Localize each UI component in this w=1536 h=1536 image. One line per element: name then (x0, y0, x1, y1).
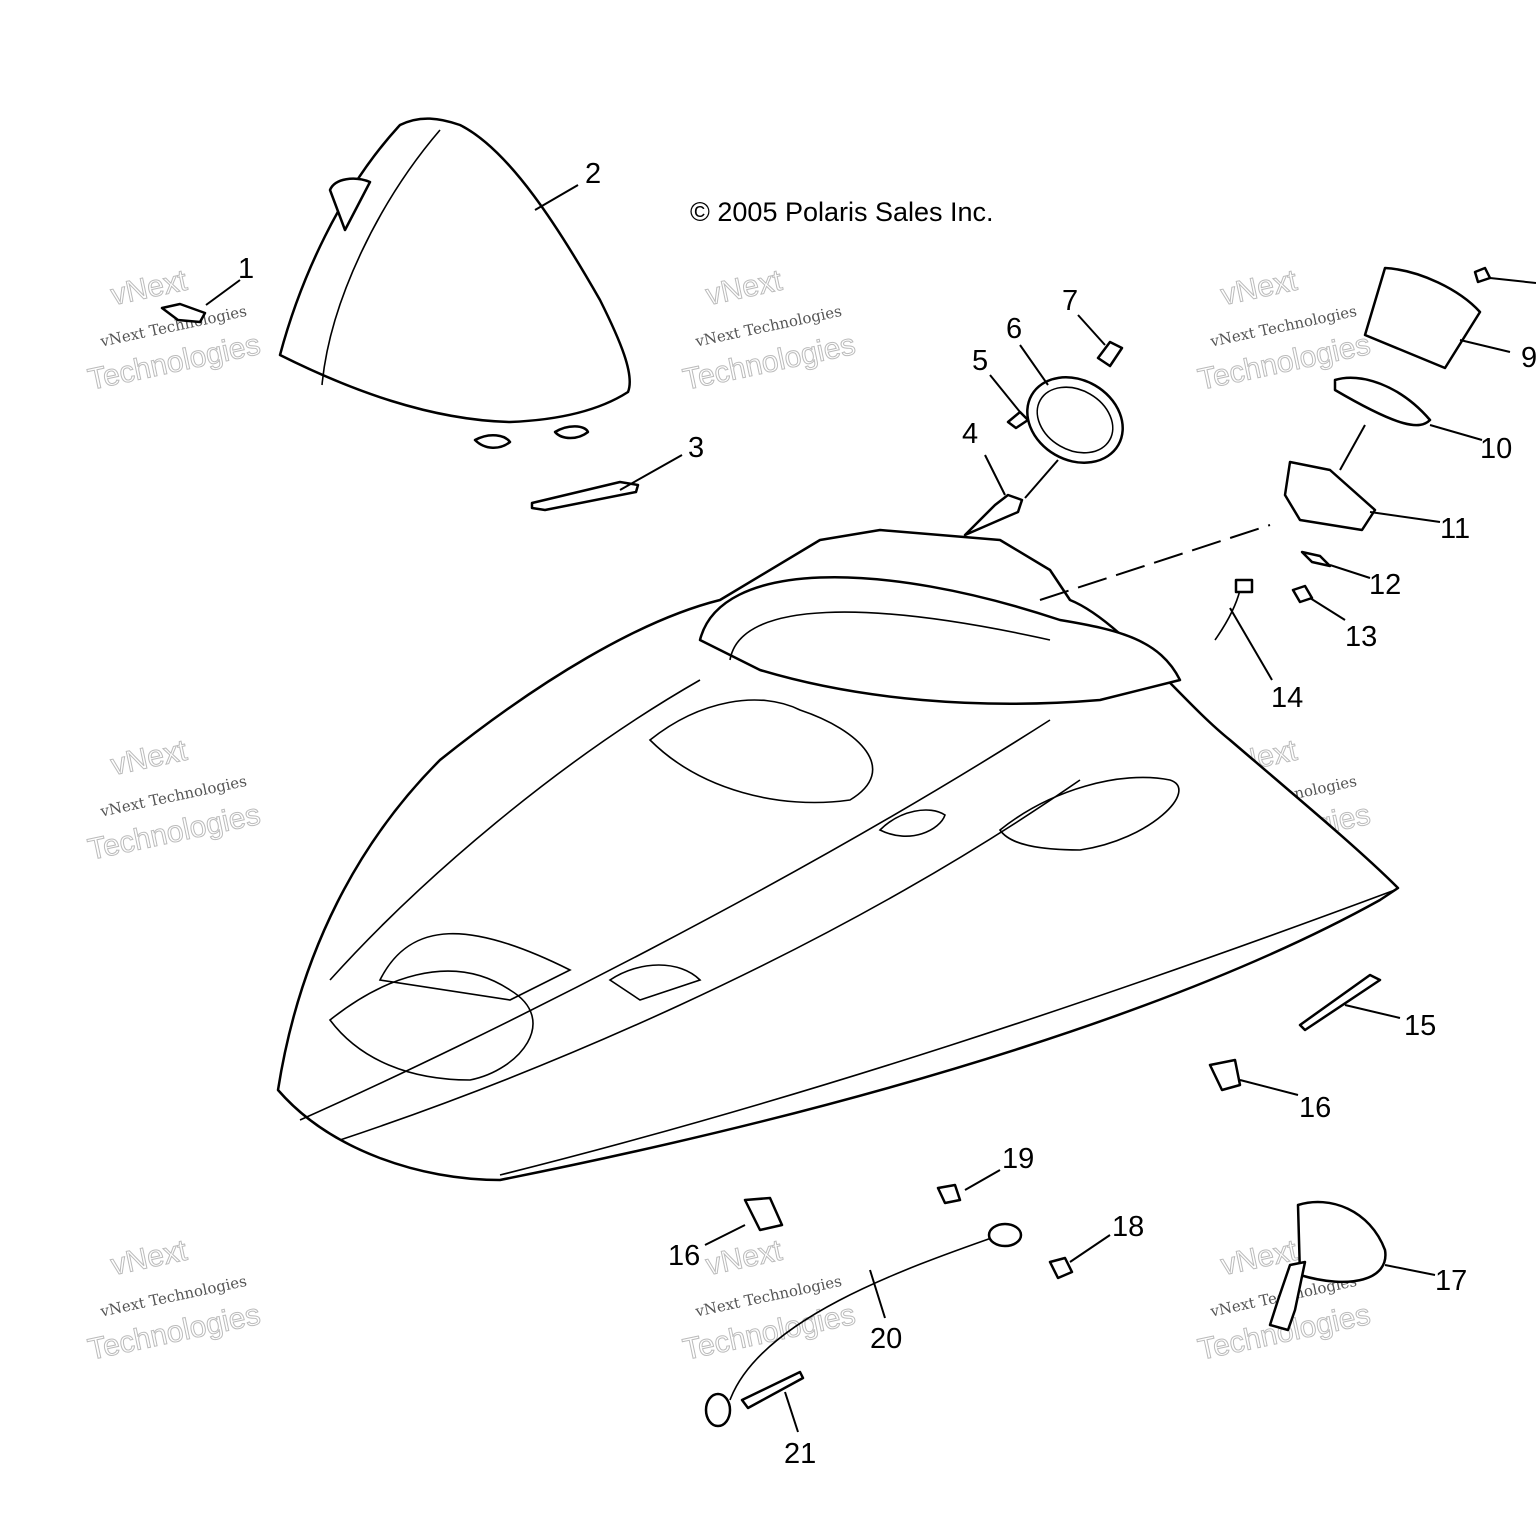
callout-15: 15 (1404, 1010, 1436, 1042)
watermark-text: vNext (108, 734, 191, 782)
screw-part-1[interactable] (160, 302, 207, 324)
callout-7: 7 (1062, 285, 1078, 317)
callout-16b: 16 (668, 1240, 700, 1272)
hood-assembly[interactable] (276, 528, 1400, 1182)
callout-12: 12 (1369, 569, 1401, 601)
windshield-part[interactable] (278, 117, 631, 449)
callout-labels: 1 2 3 4 5 6 7 9 10 11 12 13 14 15 16 16 … (238, 158, 1536, 1470)
callout-11: 11 (1440, 513, 1470, 545)
callout-10: 10 (1480, 433, 1512, 465)
callout-6: 6 (1006, 313, 1022, 345)
watermark-text: vNext (703, 1234, 786, 1282)
strip-part-3[interactable] (530, 480, 640, 512)
callout-4: 4 (962, 418, 978, 450)
callout-19: 19 (1002, 1143, 1034, 1175)
bezel-part-11[interactable] (1283, 460, 1377, 532)
callout-16a: 16 (1299, 1092, 1331, 1124)
gauge-housing-part-9[interactable] (1363, 266, 1482, 370)
watermark-text: vNext (108, 1234, 191, 1282)
callout-14: 14 (1271, 682, 1303, 714)
screw-part-19[interactable] (936, 1183, 962, 1205)
mirror-part-17[interactable] (1268, 1200, 1387, 1332)
bulb-part-5[interactable] (1006, 410, 1030, 430)
tether-cable-part-20[interactable] (704, 1222, 1023, 1428)
callout-17: 17 (1435, 1265, 1467, 1297)
headlight-ring-part-6[interactable] (1012, 360, 1139, 479)
callout-1: 1 (238, 253, 254, 285)
watermark-text: vNext (703, 264, 786, 312)
callout-5: 5 (972, 345, 988, 377)
callout-13: 13 (1345, 621, 1377, 653)
spring-part-12[interactable] (1300, 550, 1332, 568)
wire-part-14[interactable] (1214, 589, 1241, 641)
callout-3: 3 (688, 432, 704, 464)
rivet-part-21[interactable] (740, 1370, 805, 1410)
tie-strap-part-15[interactable] (1298, 973, 1382, 1032)
lens-part-10[interactable] (1333, 376, 1432, 427)
callout-2: 2 (585, 158, 601, 190)
screw-part-8[interactable] (1473, 266, 1492, 284)
connector-part-4[interactable] (963, 493, 1024, 537)
watermark-text: vNext (1218, 264, 1301, 312)
copyright-notice: © 2005 Polaris Sales Inc. (690, 197, 994, 227)
leader-lines (205, 184, 1536, 1433)
wire-cap-14 (1234, 578, 1254, 594)
callout-18: 18 (1112, 1211, 1144, 1243)
callout-20: 20 (870, 1323, 902, 1355)
pin-part-7[interactable] (1096, 340, 1124, 368)
clip-part-16b[interactable] (743, 1196, 784, 1232)
nut-part-18[interactable] (1048, 1256, 1074, 1280)
callout-21: 21 (784, 1438, 816, 1470)
clip-part-16a[interactable] (1208, 1058, 1242, 1092)
nut-part-13[interactable] (1291, 584, 1314, 604)
callout-9: 9 (1521, 342, 1536, 374)
